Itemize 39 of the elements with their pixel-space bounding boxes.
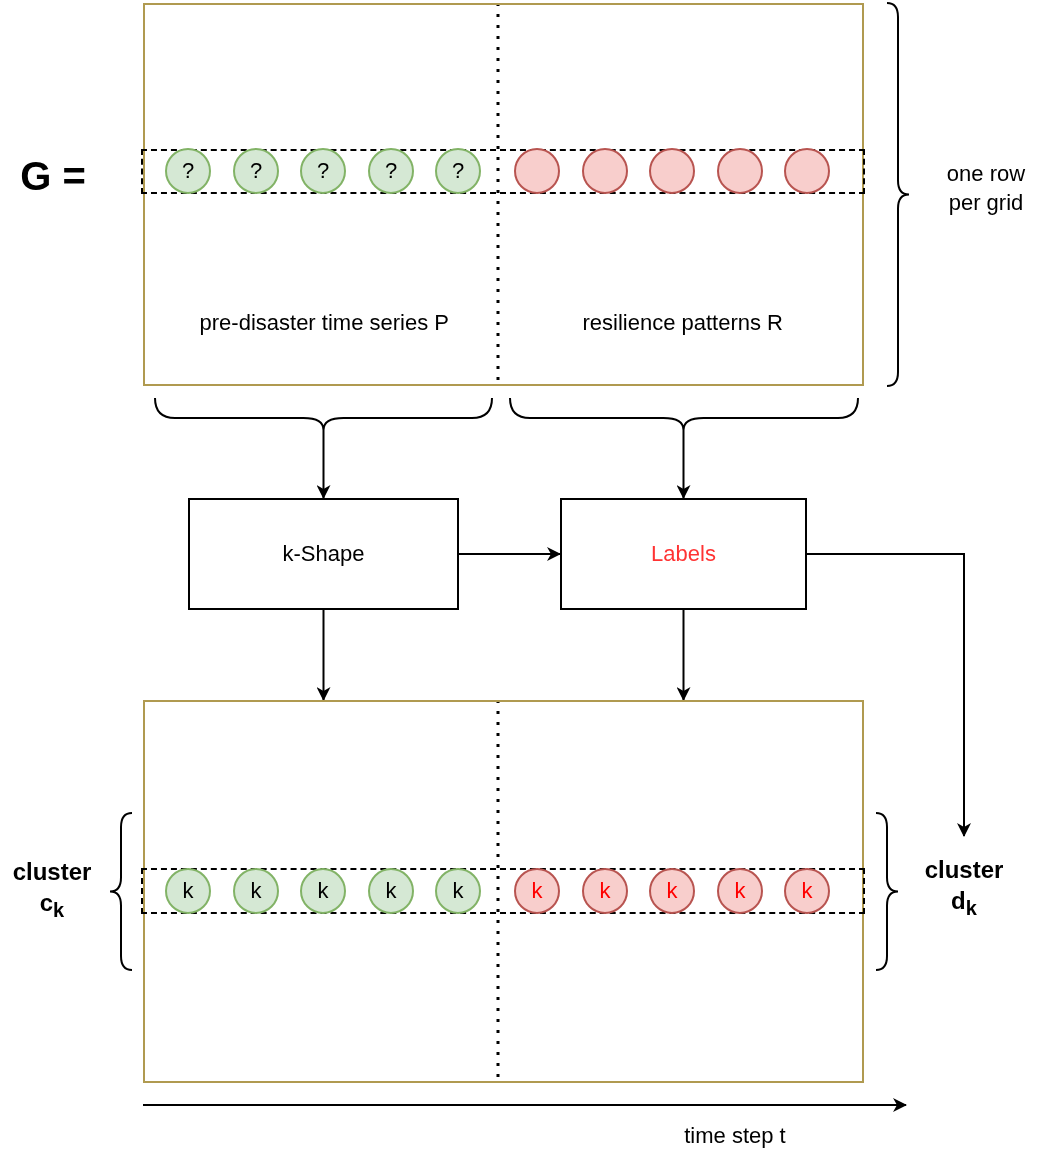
circle-node: k (233, 868, 279, 914)
circle-node: k (649, 868, 695, 914)
arrow (316, 609, 331, 701)
circle-node: k (717, 868, 763, 914)
panel-caption: pre-disaster time series P (198, 310, 450, 336)
equation-label: G = (19, 153, 87, 200)
panel-caption: resilience patterns R (581, 310, 784, 336)
circle-node: k (784, 868, 830, 914)
circle-node: k (368, 868, 414, 914)
circle-node: ? (165, 148, 211, 194)
dashed-row (141, 868, 865, 914)
process-box: k-Shape (188, 498, 459, 610)
circle-node (717, 148, 763, 194)
cluster-label: cluster c$_{k}$ (11, 857, 93, 923)
cluster-label: cluster d$_{k}$ (910, 836, 1018, 928)
dashed-row (141, 149, 865, 194)
circle-node (784, 148, 830, 194)
circle-node: k (435, 868, 481, 914)
process-box: Labels (560, 498, 807, 610)
circle-node (514, 148, 560, 194)
panel-box (143, 700, 864, 1083)
arrow (676, 609, 691, 701)
circle-node: k (582, 868, 628, 914)
arrow (458, 547, 561, 561)
brace-label: one row per grid (945, 160, 1027, 217)
arrow (806, 553, 971, 837)
circle-node (649, 148, 695, 194)
brace-arrow (509, 397, 859, 499)
circle-node: ? (300, 148, 346, 194)
circle-node: k (165, 868, 211, 914)
brace-arrow (154, 397, 493, 499)
circle-node: ? (435, 148, 481, 194)
circle-node (582, 148, 628, 194)
circle-node: k (300, 868, 346, 914)
axis-label: time step t (683, 1122, 787, 1150)
panel-box (143, 3, 864, 386)
circle-node: ? (368, 148, 414, 194)
circle-node: ? (233, 148, 279, 194)
circle-node: k (514, 868, 560, 914)
